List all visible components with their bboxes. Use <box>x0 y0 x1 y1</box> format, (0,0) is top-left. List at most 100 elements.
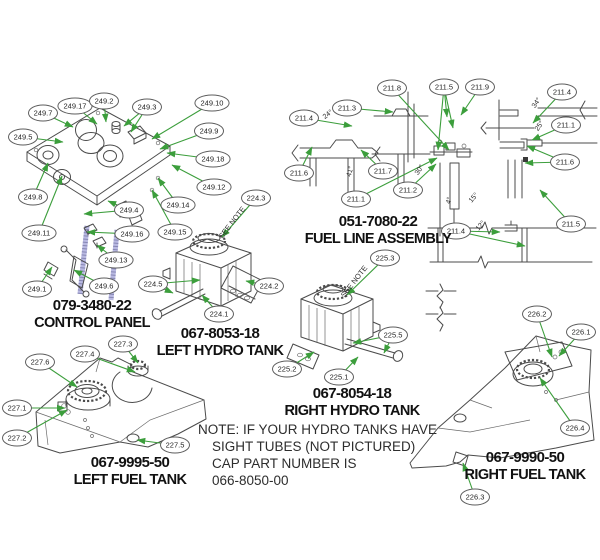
note-line: 066-8050-00 <box>212 473 289 488</box>
callout-bubble-225.2 <box>272 360 302 378</box>
drawing-segment <box>397 153 405 186</box>
callout-bubble-225.3 <box>370 249 400 267</box>
hose-fitting <box>151 308 163 320</box>
angle-label: 15° <box>467 191 480 204</box>
callout-bubble-224.5 <box>138 275 168 293</box>
key-switch <box>127 125 147 145</box>
drawing-segment <box>60 245 68 253</box>
drawing-segment <box>322 284 344 294</box>
drawing-segment <box>504 220 518 232</box>
callout-label: 211.1 <box>557 121 575 130</box>
right-fuel-tank-title: RIGHT FUEL TANK <box>465 467 587 483</box>
callout-bubble-224.1 <box>204 305 234 323</box>
callout-label: 211.1 <box>347 195 365 204</box>
callout-label: 211.6 <box>290 169 308 178</box>
callout-bubble-226.2 <box>522 305 552 323</box>
drawing-segment <box>111 128 121 134</box>
callout-label: 227.2 <box>8 434 27 443</box>
callout-label: 249.10 <box>201 99 224 108</box>
callout-label: 227.3 <box>114 340 133 349</box>
callout-label: 211.7 <box>374 167 392 176</box>
drawing-segment <box>35 357 205 446</box>
callout-bubble-211.6 <box>284 164 314 182</box>
gauge-ring <box>96 144 124 168</box>
recess <box>504 341 573 381</box>
right-hydro-tank-title: RIGHT HYDRO TANK <box>284 403 420 419</box>
strap <box>220 265 264 304</box>
drawing-segment <box>82 290 90 298</box>
callout-label: 249.2 <box>95 97 114 106</box>
drawing-segment <box>33 147 39 153</box>
callout-label: 249.13 <box>105 256 128 265</box>
drawing-segment <box>512 361 554 387</box>
fuel-line-assembly-part-number: 051-7080-22 <box>339 213 418 230</box>
drawing-segment <box>523 363 543 375</box>
drawing-segment <box>74 384 100 398</box>
left-hydro-tank-part-number: 067-8053-18 <box>181 325 260 342</box>
drawing-segment <box>230 288 236 294</box>
drawing-segment <box>95 110 101 116</box>
callout-label: 249.15 <box>164 228 187 237</box>
fuel-line-assembly-drawing <box>291 91 598 332</box>
callout-label: 249.1 <box>28 285 47 294</box>
callout-label: 211.3 <box>338 104 356 113</box>
callout-bubble-226.3 <box>460 488 490 506</box>
drawing-segment <box>77 132 105 154</box>
fuel-cap <box>515 358 551 380</box>
dome-knob <box>75 119 97 141</box>
right-fuel-tank-drawing <box>409 335 595 469</box>
drawing-segment <box>544 390 548 394</box>
break-symbol <box>425 283 457 309</box>
drawing-segment <box>90 434 94 438</box>
callout-bubble-211.2 <box>393 181 423 199</box>
callout-label: 224.5 <box>144 280 163 289</box>
drawing-segment <box>461 143 467 149</box>
drawing-segment <box>437 335 590 433</box>
callout-label: 227.6 <box>31 358 50 367</box>
callout-label: 211.8 <box>383 84 401 93</box>
right-fuel-tank-part-number: 067-9990-50 <box>486 449 565 466</box>
callout-bubble-227.5 <box>160 436 190 454</box>
callout-bubble-211.1 <box>341 190 371 208</box>
leader-line <box>539 377 576 429</box>
leader-line <box>435 86 445 151</box>
leader-line <box>355 157 438 200</box>
note-line: NOTE: IF YOUR HYDRO TANKS HAVE <box>198 422 438 437</box>
callout-label: 225.1 <box>330 373 349 382</box>
fuel-line-assembly-title: FUEL LINE ASSEMBLY <box>305 231 453 247</box>
drawing-segment <box>313 289 353 307</box>
callout-bubble-249.11 <box>21 224 57 242</box>
callout-bubble-249.15 <box>157 223 193 241</box>
right-hydro-tank-part-number: 067-8054-18 <box>313 385 392 402</box>
callout-label: 249.5 <box>14 133 33 142</box>
callout-bubble-211.6 <box>550 153 580 171</box>
callout-bubble-249.6 <box>89 277 119 295</box>
callout-bubble-249.10 <box>194 94 230 112</box>
drawing-segment <box>175 252 252 307</box>
drawing-segment <box>498 99 519 141</box>
angle-label: 34° <box>530 96 543 109</box>
break-symbol <box>425 306 457 332</box>
callout-label: 226.1 <box>572 328 591 337</box>
callout-bubble-226.4 <box>560 419 590 437</box>
drawing-segment <box>527 139 543 147</box>
callout-bubble-211.5 <box>556 215 586 233</box>
callout-label: 227.1 <box>8 404 27 413</box>
callout-bubble-249.1 <box>22 280 52 298</box>
callout-bubble-227.3 <box>108 335 138 353</box>
callout-bubble-249.9 <box>194 122 224 140</box>
left-hydro-tank-drawing <box>151 232 264 320</box>
callout-label: 211.5 <box>435 83 453 92</box>
callout-label: 211.4 <box>295 114 313 123</box>
angle-label: 4° <box>444 196 454 205</box>
drawing-segment <box>537 100 598 144</box>
fitting-cluster <box>429 142 473 158</box>
threaded-rod <box>77 225 90 295</box>
callout-bubble-211.3 <box>332 99 362 117</box>
lever-bracket <box>69 255 89 289</box>
callout-label: 225.2 <box>278 365 297 374</box>
drawing-segment <box>407 91 415 163</box>
